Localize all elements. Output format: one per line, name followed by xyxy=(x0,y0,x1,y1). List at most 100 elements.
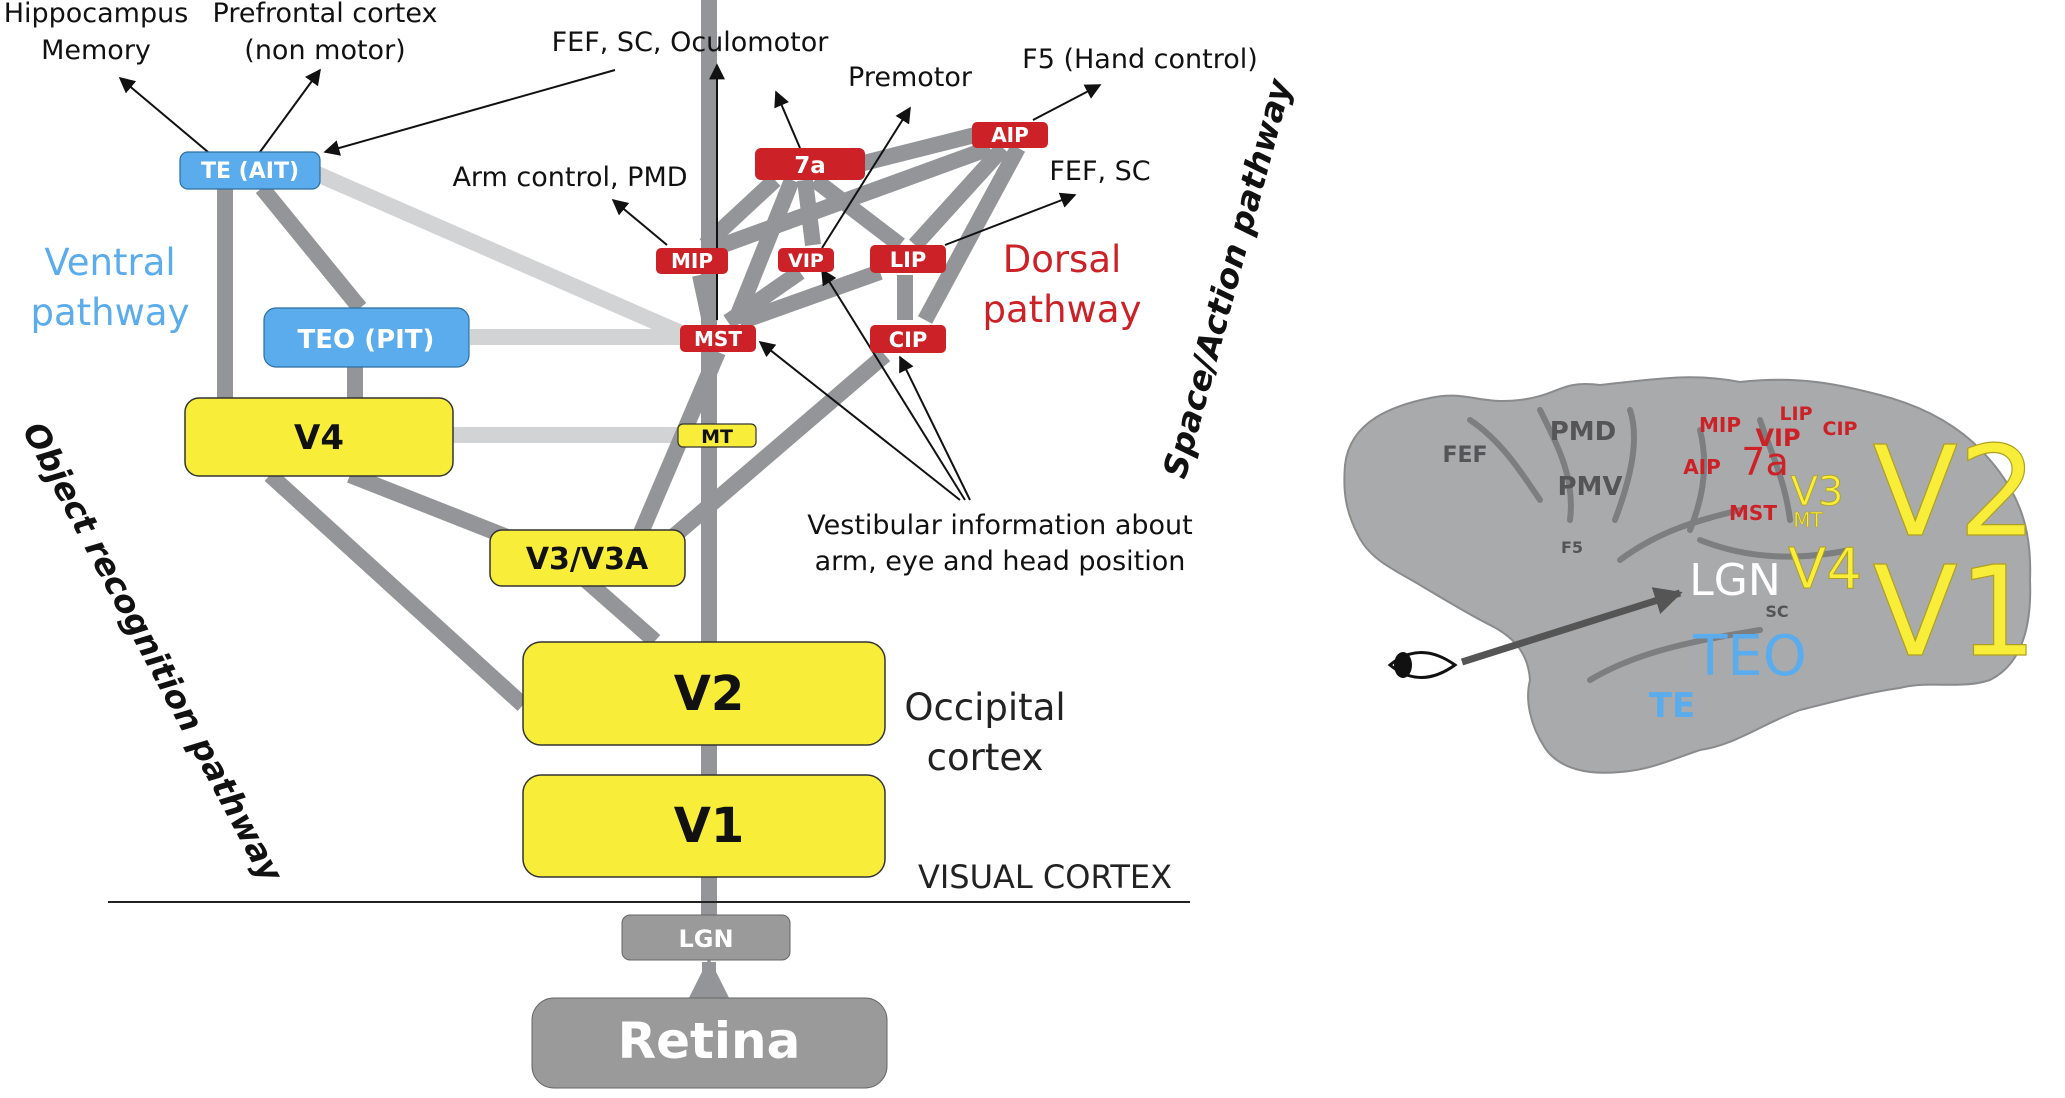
target-fef-sc-oculomotor: FEF, SC, Oculomotor xyxy=(552,27,830,58)
connection-v3-v4 xyxy=(347,467,523,550)
brain-label-f5: F5 xyxy=(1561,538,1583,557)
node-te: TE (AIT) xyxy=(179,151,321,190)
target-labels: Hippocampus Memory Prefrontal cortex (no… xyxy=(4,0,1258,577)
node-mst-label: MST xyxy=(694,327,742,351)
target-fef-sc: FEF, SC xyxy=(1049,156,1150,187)
brain-label-lgn: LGN xyxy=(1689,555,1781,606)
target-hippocampus-line2: Memory xyxy=(41,35,151,66)
arrow-7a-up xyxy=(774,90,801,149)
arrow-te-prefrontal xyxy=(259,68,321,153)
connection-mst-7a xyxy=(727,177,800,325)
node-cip: CIP xyxy=(870,325,946,353)
connection-teo-te xyxy=(255,182,367,314)
arrow-lip-fef-sc xyxy=(944,192,1077,246)
brain-label-pmd: PMD xyxy=(1550,417,1617,447)
node-teo: TEO (PIT) xyxy=(263,307,470,368)
object-recognition-pathway-label: Object recognition pathway xyxy=(15,415,292,889)
node-te-label: TE (AIT) xyxy=(201,159,299,184)
connection-mst-mip xyxy=(692,273,718,324)
dorsal-label-line2: pathway xyxy=(983,288,1142,331)
brain-label-lip: LIP xyxy=(1779,403,1812,425)
node-v2-label: V2 xyxy=(674,666,745,722)
eye-to-lgn-arrow xyxy=(1460,587,1683,666)
brain-illustration: FEF PMD PMV F5 MIP VIP LIP CIP AIP 7a MS… xyxy=(1343,376,2038,774)
target-vestibular-line1: Vestibular information about xyxy=(807,510,1192,541)
eye-icon xyxy=(1387,651,1458,679)
node-mip-label: MIP xyxy=(671,249,713,273)
node-7a: 7a xyxy=(755,148,865,180)
node-lgn: LGN xyxy=(621,914,791,961)
node-mt-label: MT xyxy=(701,426,733,448)
brain-label-pmv: PMV xyxy=(1557,472,1622,502)
target-hippocampus-line1: Hippocampus xyxy=(4,0,189,29)
brain-label-v3: V3 xyxy=(1791,469,1844,515)
node-mip: MIP xyxy=(656,248,728,274)
arrow-aip-f5 xyxy=(1032,84,1102,121)
connection-v3-cip xyxy=(654,348,891,555)
visual-cortex-label: VISUAL CORTEX xyxy=(918,858,1172,896)
arrow-vestibular-vip xyxy=(821,268,966,501)
node-v1-label: V1 xyxy=(674,798,745,854)
target-premotor: Premotor xyxy=(848,62,973,93)
node-vip-label: VIP xyxy=(788,250,824,272)
node-retina: Retina xyxy=(531,997,888,1089)
connection-lip-aip xyxy=(909,142,1009,251)
node-v1: V1 xyxy=(522,774,886,878)
node-v2: V2 xyxy=(522,641,886,746)
brain-label-mt: MT xyxy=(1793,508,1823,532)
node-v4: V4 xyxy=(184,397,454,477)
brain-label-fef: FEF xyxy=(1442,443,1487,468)
target-prefrontal-line1: Prefrontal cortex xyxy=(213,0,438,29)
node-v3-label: V3/V3A xyxy=(526,542,649,577)
node-cip-label: CIP xyxy=(889,328,928,352)
arrow-vip-premotor xyxy=(821,106,911,249)
brain-label-teo: TEO xyxy=(1692,624,1807,689)
target-prefrontal-line2: (non motor) xyxy=(244,35,405,66)
brain-label-v1: V1 xyxy=(1872,540,2037,685)
brain-label-v4: V4 xyxy=(1788,537,1862,602)
ventral-label-line1: Ventral xyxy=(44,241,175,284)
brain-label-vip: VIP xyxy=(1755,424,1800,452)
brain-label-mst: MST xyxy=(1729,501,1777,525)
space-action-pathway-label: Space/Action pathway xyxy=(1155,74,1299,482)
connection-v2-v4 xyxy=(264,469,529,711)
node-vip: VIP xyxy=(778,248,834,272)
brain-label-aip: AIP xyxy=(1683,455,1721,479)
brain-label-mip: MIP xyxy=(1699,413,1741,437)
occipital-label-line1: Occipital xyxy=(904,686,1065,729)
brain-label-7a: 7a xyxy=(1741,440,1788,484)
connection-te-mst xyxy=(311,165,694,345)
arrow-fef-te xyxy=(323,69,616,156)
target-arm-control: Arm control, PMD xyxy=(452,162,687,193)
node-mst: MST xyxy=(680,325,756,352)
node-v4-label: V4 xyxy=(294,418,344,458)
arrow-te-hippocampus xyxy=(118,76,209,153)
connection-lip-7a xyxy=(810,173,905,252)
connection-7a-aip xyxy=(858,127,977,172)
node-lip-label: LIP xyxy=(890,248,927,272)
arrow-mip-arm-control xyxy=(611,198,668,246)
node-aip-label: AIP xyxy=(991,123,1029,147)
target-vestibular-line2: arm, eye and head position xyxy=(815,546,1186,577)
node-teo-label: TEO (PIT) xyxy=(298,325,435,355)
nodes: Retina LGN V1 V2 V3/V3A V4 MT xyxy=(179,122,1048,1089)
node-mt: MT xyxy=(677,423,757,448)
connection-mst-lip xyxy=(737,264,883,330)
output-arrows xyxy=(118,63,1102,501)
node-v3: V3/V3A xyxy=(489,529,686,587)
arrow-vestibular-cip xyxy=(899,355,971,501)
node-lip: LIP xyxy=(870,245,946,273)
arrow-vestibular-mst xyxy=(758,341,961,501)
node-aip: AIP xyxy=(972,122,1048,148)
node-lgn-label: LGN xyxy=(678,925,733,953)
brain-label-v2: V2 xyxy=(1872,420,2037,565)
target-f5: F5 (Hand control) xyxy=(1022,44,1258,75)
brain-label-sc: SC xyxy=(1765,602,1788,621)
brain-shape xyxy=(1343,376,2032,774)
brain-label-te: TE xyxy=(1649,686,1695,726)
node-retina-label: Retina xyxy=(618,1012,801,1070)
brain-sulci xyxy=(1467,407,1853,683)
node-7a-label: 7a xyxy=(794,153,826,179)
